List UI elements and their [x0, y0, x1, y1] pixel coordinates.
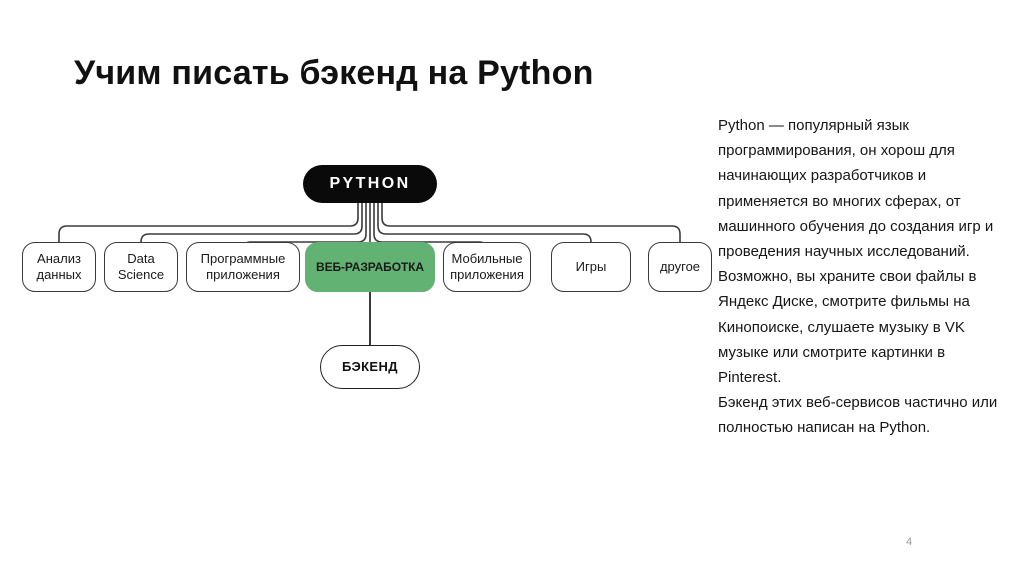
- diagram-node-mobilnye-prilozheniya[interactable]: Мобильные приложения: [443, 242, 531, 292]
- diagram-node-data-science[interactable]: Data Science: [104, 242, 178, 292]
- diagram-node-data-science-label: Data Science: [117, 251, 165, 282]
- diagram-node-python-label: PYTHON: [329, 175, 411, 193]
- diagram-node-python[interactable]: PYTHON: [303, 165, 437, 203]
- diagram-node-igry-label: Игры: [575, 259, 607, 275]
- description-paragraph-3: Бэкенд этих веб-сервисов частично или по…: [718, 394, 998, 437]
- diagram-node-mobilnye-prilozheniya-label: Мобильные приложения: [450, 251, 524, 282]
- description-paragraph-1: Python — популярный язык программировани…: [718, 117, 994, 261]
- diagram-node-analiz-dannyh-label: Анализ данных: [36, 251, 82, 282]
- description-text-block: Python — популярный язык программировани…: [718, 113, 998, 441]
- page-title: Учим писать бэкенд на Python: [74, 54, 594, 92]
- connector-to-data-science: [140, 185, 363, 250]
- diagram-node-igry[interactable]: Игры: [551, 242, 631, 292]
- diagram-connectors: [58, 185, 681, 345]
- diagram-node-programmnye-prilozheniya[interactable]: Программные приложения: [186, 242, 300, 292]
- diagram-node-analiz-dannyh[interactable]: Анализ данных: [22, 242, 96, 292]
- diagram-node-bekend[interactable]: БЭКЕНД: [320, 345, 420, 389]
- diagram-node-programmnye-prilozheniya-label: Программные приложения: [200, 251, 286, 282]
- connector-to-drugoe: [381, 185, 681, 242]
- diagram-node-bekend-label: БЭКЕНД: [342, 359, 398, 375]
- diagram-node-veb-razrabotka-label: ВЕБ-РАЗРАБОТКА: [316, 259, 424, 274]
- diagram-node-drugoe-label: другое: [659, 259, 701, 275]
- python-usage-tree-diagram: PYTHON Анализ данных Data Science Програ…: [0, 140, 740, 410]
- diagram-node-veb-razrabotka[interactable]: ВЕБ-РАЗРАБОТКА: [305, 242, 435, 292]
- page-number: 4: [906, 536, 913, 548]
- description-paragraph-2: Возможно, вы храните свои файлы в Яндекс…: [718, 268, 977, 387]
- connector-to-igry: [377, 185, 592, 250]
- diagram-node-drugoe[interactable]: другое: [648, 242, 712, 292]
- connector-to-analiz-dannyh: [58, 185, 359, 242]
